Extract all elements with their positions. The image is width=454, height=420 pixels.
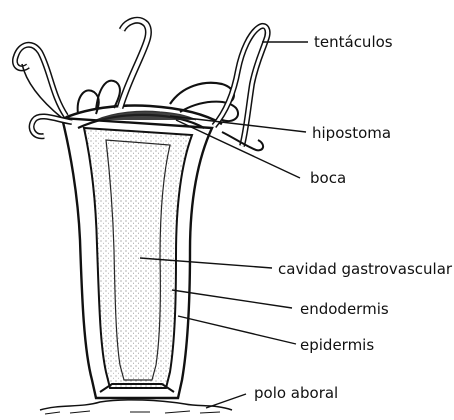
ground-texture [45, 411, 220, 414]
label-hipostoma: hipostoma [312, 124, 391, 142]
label-cavidad-gastrovascular: cavidad gastrovascular [278, 260, 453, 278]
leader-epidermis [178, 316, 296, 344]
label-polo-aboral: polo aboral [254, 384, 338, 402]
body-column [62, 118, 212, 398]
ground-line [40, 400, 232, 410]
label-tentaculos: tentáculos [314, 33, 393, 51]
leader-polo-aboral [206, 394, 246, 408]
label-boca: boca [310, 169, 346, 187]
label-epidermis: epidermis [300, 336, 374, 354]
label-endodermis: endodermis [300, 300, 389, 318]
